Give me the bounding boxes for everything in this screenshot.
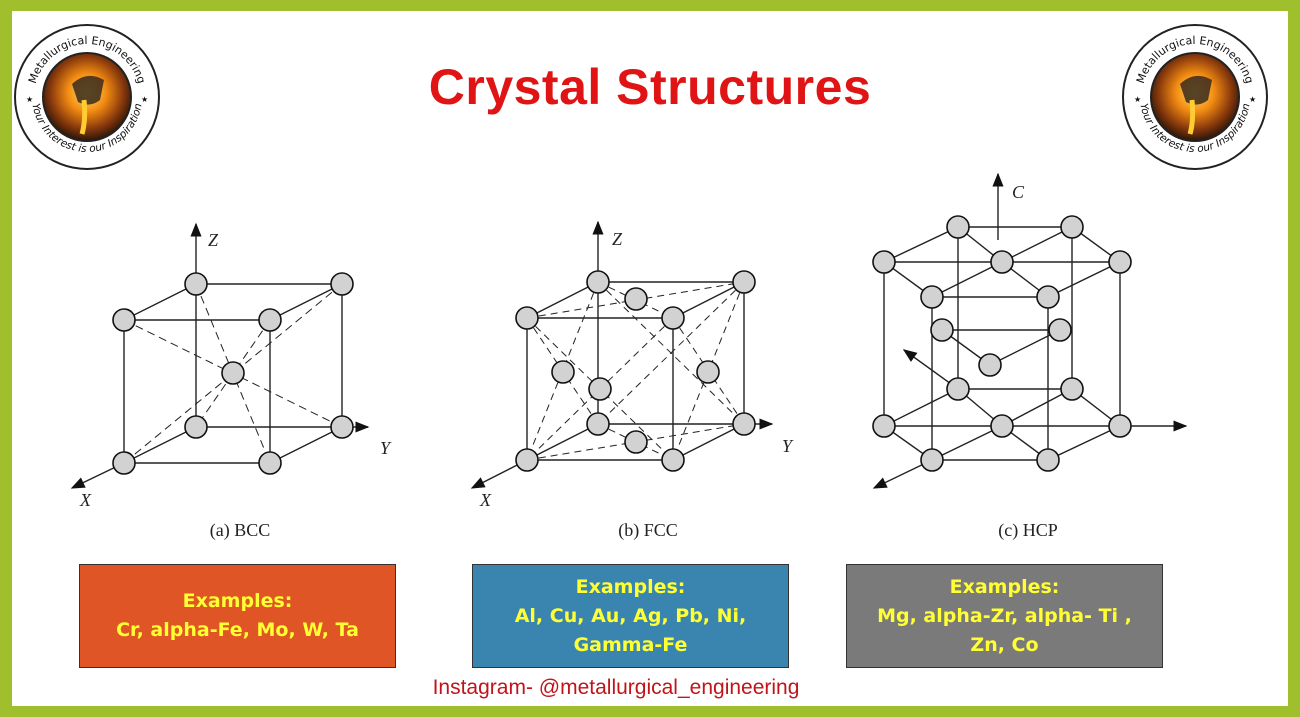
bcc-atom xyxy=(221,361,245,385)
svg-text:★: ★ xyxy=(1249,95,1256,104)
fcc-z-label: Z xyxy=(612,229,623,249)
fcc-atom xyxy=(586,412,610,436)
fcc-atom xyxy=(661,448,685,472)
page-title: Crystal Structures xyxy=(428,59,872,115)
bcc-atom xyxy=(258,308,282,332)
fcc-atom xyxy=(588,377,612,401)
hcp-atom xyxy=(1036,448,1060,472)
hcp-atom xyxy=(920,285,944,309)
fcc-atom xyxy=(515,448,539,472)
svg-text:★: ★ xyxy=(141,95,148,104)
hcp-caption: (c) HCP xyxy=(998,520,1058,540)
fcc-unit-cell xyxy=(470,220,774,489)
bcc-x-label: X xyxy=(79,490,92,510)
fcc-examples-list-line1: Al, Cu, Au, Ag, Pb, Ni, xyxy=(514,604,747,627)
hcp-atom xyxy=(872,414,896,438)
fcc-atom xyxy=(732,270,756,294)
bcc-atom xyxy=(330,272,354,296)
fcc-atom xyxy=(551,360,575,384)
svg-text:★: ★ xyxy=(26,95,33,104)
bcc-atom xyxy=(112,308,136,332)
hcp-examples-list-line2: Zn, Co xyxy=(970,633,1039,656)
bcc-y-label: Y xyxy=(380,438,392,458)
hcp-atom xyxy=(990,250,1014,274)
fcc-caption: (b) FCC xyxy=(618,520,678,540)
fcc-atom xyxy=(515,306,539,330)
hcp-unit-cell xyxy=(872,172,1188,489)
bcc-caption: (a) BCC xyxy=(209,520,271,540)
hcp-atom xyxy=(1036,285,1060,309)
bcc-atom xyxy=(330,415,354,439)
hcp-examples-list-line1: Mg, alpha-Zr, alpha- Ti , xyxy=(877,604,1132,627)
fcc-atom xyxy=(696,360,720,384)
bcc-atom xyxy=(112,451,136,475)
bcc-examples-list: Cr, alpha-Fe, Mo, W, Ta xyxy=(116,619,359,641)
bcc-examples-box: Examples: Cr, alpha-Fe, Mo, W, Ta xyxy=(79,564,396,668)
fcc-x-label: X xyxy=(479,490,492,510)
bcc-atom xyxy=(184,415,208,439)
hcp-atom xyxy=(1060,377,1084,401)
bcc-atom xyxy=(184,272,208,296)
hcp-atom xyxy=(1108,250,1132,274)
fcc-y-label: Y xyxy=(782,436,794,456)
fcc-atom xyxy=(732,412,756,436)
hcp-atom xyxy=(1108,414,1132,438)
hcp-atom xyxy=(930,318,954,342)
fcc-atom xyxy=(586,270,610,294)
hcp-atoms xyxy=(872,215,1132,472)
bcc-z-label: Z xyxy=(208,230,219,250)
fcc-examples-heading: Examples: xyxy=(575,575,686,598)
instagram-handle: Instagram- @metallurgical_engineering xyxy=(432,676,800,699)
hcp-c-label: C xyxy=(1012,182,1025,202)
hcp-atom xyxy=(978,353,1002,377)
fcc-examples-list-line2: Gamma-Fe xyxy=(573,633,688,656)
hcp-atom xyxy=(990,414,1014,438)
hcp-examples-heading: Examples: xyxy=(949,575,1060,598)
hcp-atom xyxy=(1060,215,1084,239)
hcp-atom xyxy=(1048,318,1072,342)
hcp-atom xyxy=(946,215,970,239)
fcc-atom xyxy=(624,287,648,311)
hcp-atom xyxy=(872,250,896,274)
svg-text:★: ★ xyxy=(1134,95,1141,104)
fcc-atoms xyxy=(515,270,756,472)
bcc-examples-heading: Examples: xyxy=(182,590,293,612)
bcc-unit-cell xyxy=(70,222,370,489)
bcc-atom xyxy=(258,451,282,475)
hcp-atom xyxy=(920,448,944,472)
metallurgical-engineering-logo-right: Metallurgical Engineering Your Interest … xyxy=(1122,24,1268,170)
bcc-atoms xyxy=(112,272,354,475)
fcc-examples-box: Examples: Al, Cu, Au, Ag, Pb, Ni, Gamma-… xyxy=(472,564,789,668)
fcc-atom xyxy=(624,430,648,454)
metallurgical-engineering-logo-left: Metallurgical Engineering Your Interest … xyxy=(14,24,160,170)
fcc-atom xyxy=(661,306,685,330)
hcp-atom xyxy=(946,377,970,401)
hcp-examples-box: Examples: Mg, alpha-Zr, alpha- Ti , Zn, … xyxy=(846,564,1163,668)
